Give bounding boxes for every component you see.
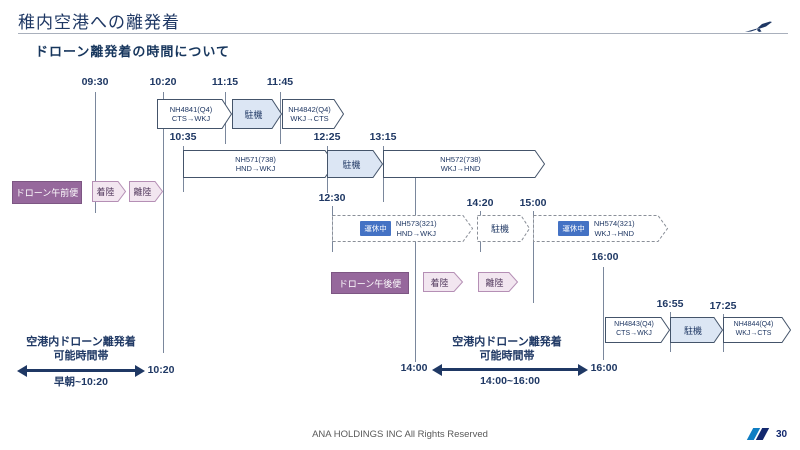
flight-route: WKJ→HND (594, 228, 635, 238)
tick-label-1115: 11:15 (211, 76, 239, 88)
title-divider (18, 33, 788, 34)
axis-label-1600: 16:00 (590, 362, 618, 374)
drone-window-right-line1: 空港内ドローン離発着 (452, 336, 562, 348)
landing-chevron-afternoon: 着陸 (423, 272, 464, 292)
flight-number: NH4841(Q4) (169, 104, 213, 114)
takeoff-chevron-afternoon: 離陸 (478, 272, 519, 292)
tick-label-1600-upper: 16:00 (591, 251, 619, 263)
flight-arrow-nh4842: NH4842(Q4)WKJ→CTS (282, 99, 345, 129)
parked-chevron-1: 駐機 (232, 99, 283, 129)
tick-label-1225: 12:25 (313, 131, 341, 143)
tick-label-1145: 11:45 (266, 76, 294, 88)
flight-number: NH572(738) (440, 154, 481, 164)
tick-label-1655: 16:55 (656, 298, 684, 310)
tick-line-1400 (415, 178, 416, 362)
landing-chevron-morning: 着陸 (92, 181, 127, 202)
flight-route: HND→WKJ (235, 164, 276, 173)
slide-subtitle: ドローン離発着の時間について (35, 44, 230, 59)
flight-route: WKJ→CTS (735, 330, 772, 337)
ana-logo (746, 428, 770, 440)
tick-line-1600 (603, 267, 604, 360)
drone-window-left-line1: 空港内ドローン離発着 (26, 336, 136, 348)
flight-arrow-nh572: NH572(738)WKJ→HND (383, 150, 546, 178)
flight-arrow-nh571: NH571(738)HND→WKJ (183, 150, 336, 178)
tick-line-1145 (280, 92, 281, 144)
flight-number: NH574(321) (593, 219, 635, 229)
tick-label-1230: 12:30 (318, 192, 346, 204)
parked-chevron-4: 駐機 (670, 317, 724, 343)
parked-chevron-2: 駐機 (327, 150, 384, 178)
tick-label-1035: 10:35 (169, 131, 197, 143)
time-range-arrow-right (432, 363, 588, 376)
page-number: 30 (776, 429, 788, 440)
flight-number: NH4843(Q4) (614, 321, 654, 329)
tick-line-0930 (95, 92, 96, 213)
suspended-badge: 運休中 (558, 221, 589, 236)
flight-route: CTS→WKJ (171, 114, 211, 123)
flight-route: WKJ→HND (440, 164, 481, 173)
flight-number: NH571(738) (235, 154, 276, 164)
tick-label-1315: 13:15 (369, 131, 397, 143)
axis-label-1400: 14:00 (400, 362, 428, 374)
tick-label-1725: 17:25 (709, 300, 737, 312)
flight-route: HND→WKJ (396, 228, 437, 238)
tick-label-0930: 09:30 (81, 76, 109, 88)
time-range-arrow-left (17, 364, 145, 377)
page-title: 稚内空港への離発着 (18, 13, 180, 32)
tick-line-1020 (163, 92, 164, 353)
tick-line-1500 (533, 211, 534, 303)
flight-arrow-nh573-suspended: 運休中 NH573(321)HND→WKJ (332, 215, 474, 242)
drone-window-left-line2: 可能時間帯 (53, 350, 109, 362)
drone-window-left-range: 早朝~10:20 (54, 376, 108, 388)
drone-window-right-range: 14:00~16:00 (480, 375, 540, 387)
suspended-badge: 運休中 (360, 221, 391, 236)
flight-route: CTS→WKJ (616, 330, 652, 337)
parked-chevron-3-dashed: 駐機 (477, 215, 531, 242)
copyright-text: ANA HOLDINGS INC All Rights Reserved (312, 429, 488, 440)
flight-number: NH4842(Q4) (288, 104, 331, 114)
flight-arrow-nh574-suspended: 運休中 NH574(321)WKJ→HND (533, 215, 669, 242)
drone-window-right-line2: 可能時間帯 (479, 350, 535, 362)
drone-morning-box: ドローン午前便 (12, 181, 82, 204)
flight-number: NH573(321) (395, 219, 437, 229)
flight-arrow-nh4844: NH4844(Q4)WKJ→CTS (723, 317, 792, 343)
flight-arrow-nh4841: NH4841(Q4)CTS→WKJ (157, 99, 233, 129)
tick-label-1020: 10:20 (149, 76, 177, 88)
drone-afternoon-box: ドローン午後便 (331, 272, 409, 294)
flight-number: NH4844(Q4) (733, 321, 774, 329)
flight-route: WKJ→CTS (290, 114, 329, 123)
takeoff-chevron-morning: 離陸 (129, 181, 164, 202)
axis-label-1020: 10:20 (147, 364, 175, 376)
airplane-icon (745, 21, 772, 32)
tick-label-1500: 15:00 (519, 197, 547, 209)
tick-label-1420: 14:20 (466, 197, 494, 209)
flight-arrow-nh4843: NH4843(Q4)CTS→WKJ (605, 317, 671, 343)
